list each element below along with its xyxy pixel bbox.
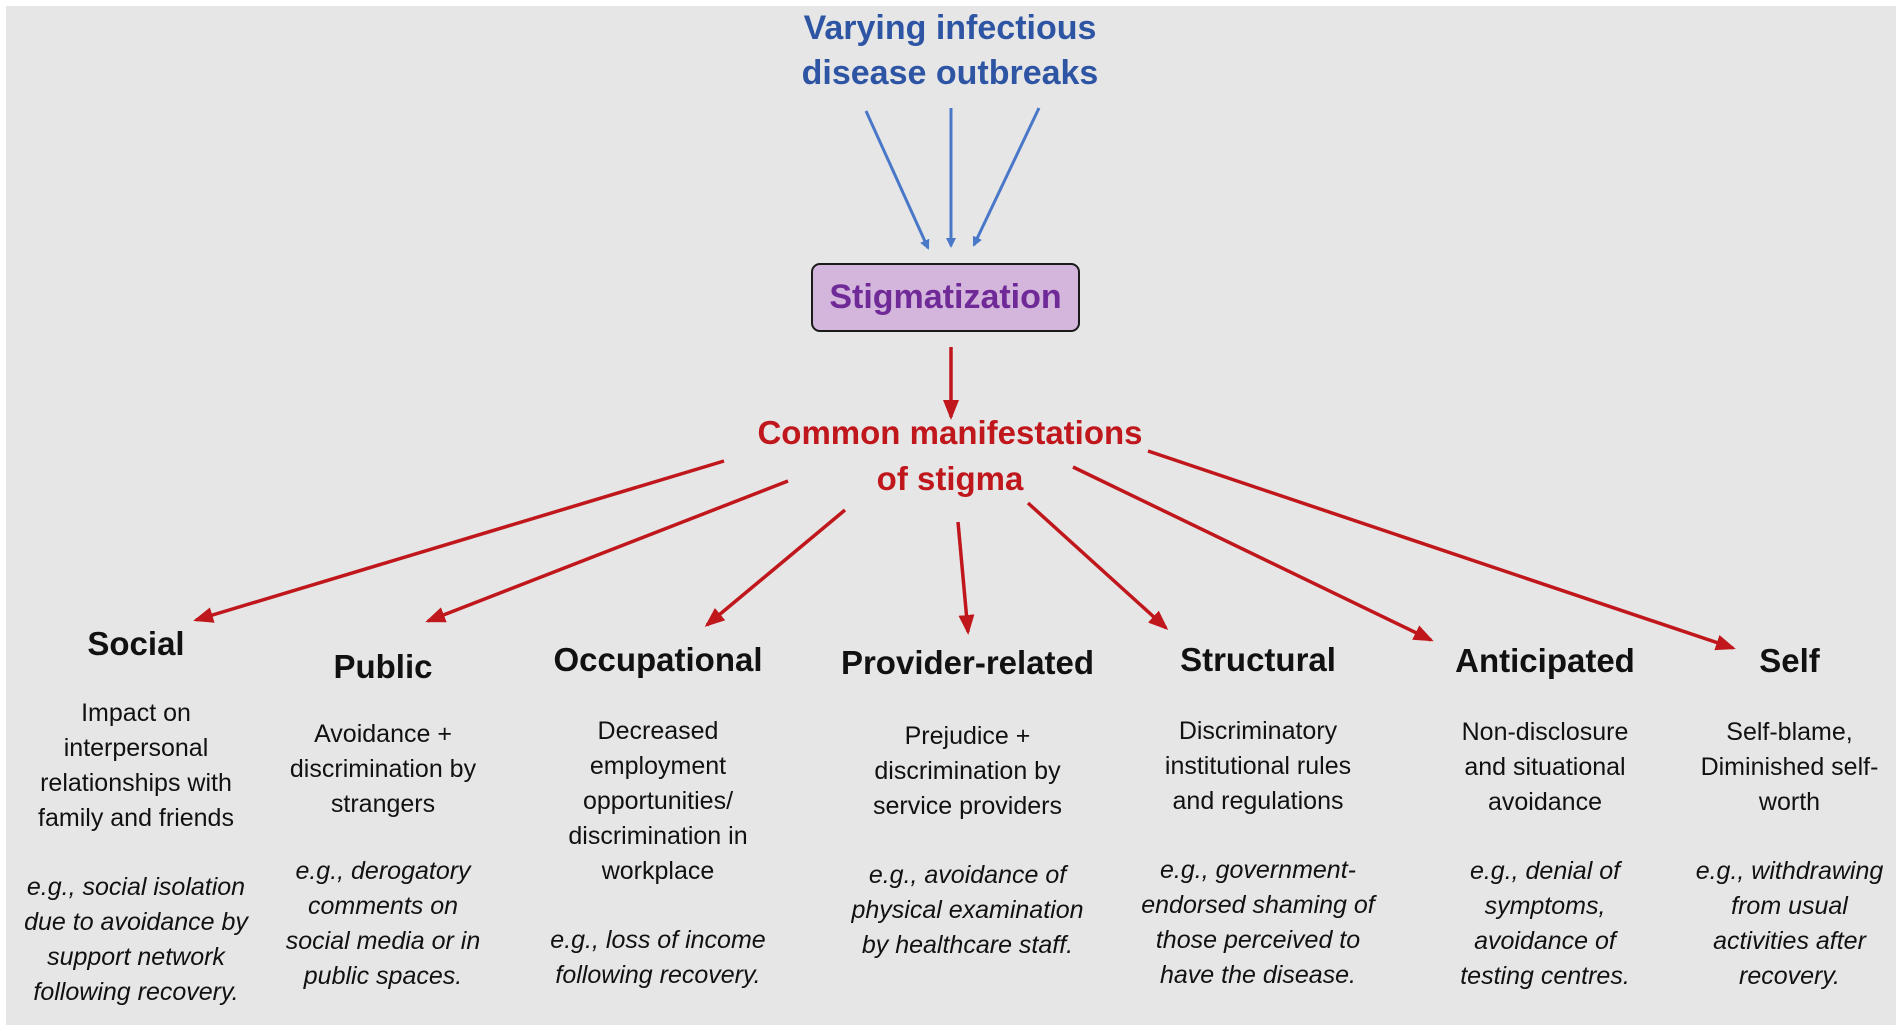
outbreaks-title: Varying infectious disease outbreaks	[700, 6, 1200, 96]
example-line: symptoms,	[1484, 892, 1606, 920]
description-line: family and friends	[38, 804, 234, 832]
example-line: e.g., derogatory	[295, 857, 471, 885]
category-provider-related-heading: Provider-related	[840, 644, 1095, 681]
category-structural-description: Discriminatory institutional rules and r…	[1118, 714, 1398, 819]
arrow-to-occupational	[704, 508, 847, 627]
example-line: endorsed shaming of	[1141, 891, 1375, 919]
manifestations-heading: Common manifestations of stigma	[690, 410, 1210, 502]
description-line: institutional rules	[1164, 752, 1352, 780]
category-occupational-heading: Occupational	[553, 641, 763, 678]
description-line: discrimination by	[289, 755, 477, 783]
description-line: service providers	[873, 792, 1062, 820]
arrow-to-public	[425, 479, 789, 623]
category-social: Social Impact on interpersonal relations…	[6, 624, 266, 1010]
description-line: Decreased	[597, 717, 719, 745]
category-anticipated-heading: Anticipated	[1455, 642, 1635, 679]
description-line: avoidance	[1488, 788, 1602, 816]
category-structural-example: e.g., government- endorsed shaming of th…	[1118, 853, 1398, 993]
example-line: public spaces.	[303, 962, 463, 990]
description-line: interpersonal	[63, 734, 209, 762]
example-line: recovery.	[1739, 962, 1840, 990]
manifestations-heading-line: of stigma	[876, 460, 1024, 497]
category-anticipated-example: e.g., denial of symptoms, avoidance of t…	[1420, 854, 1670, 994]
manifestations-heading-line: Common manifestations	[757, 414, 1143, 451]
category-public-heading: Public	[333, 648, 433, 685]
description-line: workplace	[601, 857, 715, 885]
category-provider-related: Provider-related Prejudice + discriminat…	[830, 643, 1105, 963]
description-line: discrimination in	[568, 822, 748, 850]
category-structural: Structural Discriminatory institutional …	[1118, 640, 1398, 993]
arrow-outbreaks-right	[972, 107, 1041, 247]
example-line: testing centres.	[1460, 962, 1630, 990]
category-provider-related-description: Prejudice + discrimination by service pr…	[830, 719, 1105, 824]
category-public: Public Avoidance + discrimination by str…	[258, 647, 508, 994]
arrow-to-social	[193, 459, 725, 623]
category-social-heading: Social	[87, 625, 185, 662]
description-line: opportunities/	[582, 787, 734, 815]
arrow-to-structural	[1026, 501, 1169, 631]
example-line: from usual	[1731, 892, 1848, 920]
description-line: and regulations	[1172, 787, 1344, 815]
arrow-to-anticipated	[1072, 465, 1434, 642]
category-provider-related-example: e.g., avoidance of physical examination …	[830, 858, 1105, 963]
example-line: by healthcare staff.	[861, 931, 1074, 959]
outbreaks-title-line: disease outbreaks	[801, 54, 1099, 92]
example-line: avoidance of	[1474, 927, 1616, 955]
description-line: Diminished self-	[1700, 753, 1879, 781]
example-line: e.g., avoidance of	[868, 861, 1067, 889]
category-occupational-description: Decreased employment opportunities/ disc…	[528, 714, 788, 889]
arrow-to-self	[1147, 449, 1736, 651]
example-line: comments on	[307, 892, 459, 920]
category-social-example: e.g., social isolation due to avoidance …	[6, 870, 266, 1010]
description-line: Prejudice +	[904, 722, 1031, 750]
description-line: Non-disclosure	[1461, 718, 1629, 746]
arrow-to-provider-related	[956, 521, 975, 635]
category-self: Self Self-blame, Diminished self- worth …	[1672, 641, 1902, 994]
example-line: e.g., social isolation	[26, 873, 246, 901]
example-line: e.g., denial of	[1469, 857, 1621, 885]
category-self-heading: Self	[1759, 642, 1820, 679]
outbreaks-title-line: Varying infectious	[803, 9, 1097, 47]
description-line: Discriminatory	[1178, 717, 1338, 745]
example-line: following recovery.	[555, 961, 761, 989]
description-line: discrimination by	[874, 757, 1061, 785]
category-structural-heading: Structural	[1180, 641, 1336, 678]
category-occupational: Occupational Decreased employment opport…	[528, 640, 788, 993]
category-anticipated-description: Non-disclosure and situational avoidance	[1420, 715, 1670, 820]
stigmatization-box: Stigmatization	[811, 263, 1080, 332]
category-occupational-example: e.g., loss of income following recovery.	[528, 923, 788, 993]
category-self-example: e.g., withdrawing from usual activities …	[1672, 854, 1902, 994]
description-line: employment	[589, 752, 727, 780]
category-public-example: e.g., derogatory comments on social medi…	[258, 854, 508, 994]
example-line: support network	[47, 943, 225, 971]
description-line: relationships with	[40, 769, 232, 797]
category-social-description: Impact on interpersonal relationships wi…	[6, 696, 266, 836]
example-line: activities after	[1713, 927, 1866, 955]
stigmatization-label: Stigmatization	[829, 278, 1062, 316]
example-line: those perceived to	[1155, 926, 1361, 954]
category-self-description: Self-blame, Diminished self- worth	[1672, 715, 1902, 820]
example-line: social media or in	[285, 927, 481, 955]
description-line: Impact on	[81, 699, 191, 727]
description-line: strangers	[330, 790, 436, 818]
example-line: e.g., government-	[1160, 856, 1356, 884]
example-line: have the disease.	[1160, 961, 1356, 989]
example-line: e.g., withdrawing	[1695, 857, 1884, 885]
description-line: Self-blame,	[1726, 718, 1853, 746]
category-anticipated: Anticipated Non-disclosure and situation…	[1420, 641, 1670, 994]
category-public-description: Avoidance + discrimination by strangers	[258, 717, 508, 822]
arrow-outbreaks-left	[864, 110, 930, 250]
example-line: physical examination	[851, 896, 1084, 924]
description-line: worth	[1758, 788, 1821, 816]
example-line: due to avoidance by	[24, 908, 248, 936]
example-line: e.g., loss of income	[550, 926, 766, 954]
example-line: following recovery.	[33, 978, 239, 1006]
description-line: and situational	[1464, 753, 1626, 781]
description-line: Avoidance +	[314, 720, 452, 748]
